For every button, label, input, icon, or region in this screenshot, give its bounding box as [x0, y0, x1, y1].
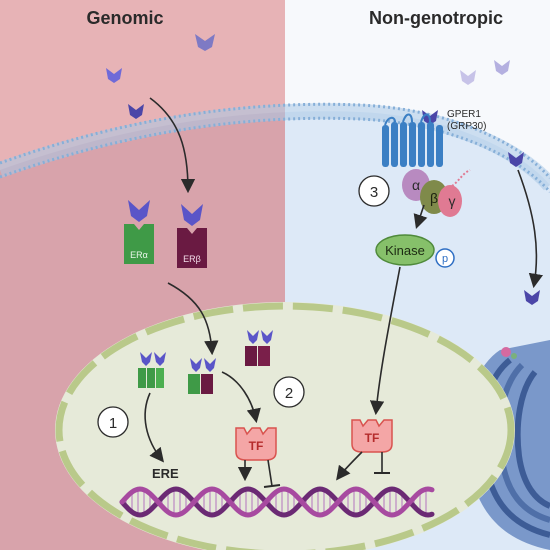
- estrogen-icon: [460, 70, 476, 85]
- tf-right-label: TF: [365, 431, 380, 445]
- entry-arrow: [149, 97, 196, 194]
- estrogen-ligands: [106, 34, 540, 305]
- pathway-3-number: 3: [370, 184, 378, 201]
- estrogen-icon: [524, 290, 540, 305]
- dimer-to-tf-arrow: [221, 371, 261, 424]
- dna-helix: [119, 486, 435, 518]
- pathway-1-marker: 1: [97, 406, 129, 438]
- er-beta-label: ERβ: [183, 254, 201, 264]
- kinase-to-tf-arrow: [369, 266, 401, 416]
- pathway-2-marker: 2: [273, 376, 305, 408]
- estrogen-icon: [128, 104, 144, 119]
- kinase-label: Kinase: [385, 243, 425, 258]
- tf-right-activation-arrow: [336, 451, 363, 481]
- ligand-diffusion-arrow: [517, 169, 543, 289]
- gper1-receptor: [382, 113, 443, 167]
- ere-label: ERE: [152, 466, 179, 481]
- kinase-node: Kinase p: [375, 234, 455, 268]
- tf-left-inhibition: [263, 459, 281, 488]
- tf-left-label: TF: [249, 439, 264, 453]
- er-alpha-receptor: ERα: [124, 200, 154, 264]
- gper1-alt-label: (GRP30): [447, 121, 486, 132]
- estrogen-icon: [508, 152, 524, 167]
- tf-left: TF: [235, 427, 277, 461]
- er-dimer-beta-beta: [245, 330, 273, 366]
- g-gamma-label: γ: [449, 193, 456, 209]
- g-beta-label: β: [430, 190, 438, 206]
- receptor-to-nucleus-arrow: [167, 282, 219, 356]
- g-alpha-label: α: [412, 177, 420, 193]
- pathway-3-marker: 3: [358, 175, 390, 207]
- gper1-label: GPER1: [447, 109, 481, 120]
- genomic-title: Genomic: [86, 8, 163, 28]
- nongenomic-title: Non-genotropic: [369, 8, 503, 28]
- er-dimer-alpha-alpha: [138, 352, 166, 388]
- gprotein-to-kinase-arrow: [413, 204, 428, 230]
- tf-right: TF: [351, 419, 393, 453]
- estrogen-icon: [106, 68, 122, 83]
- er-dimer-alpha-beta: [188, 358, 216, 394]
- estrogen-icon: [195, 34, 215, 51]
- pathway-2-number: 2: [285, 385, 293, 402]
- er-beta-receptor: ERβ: [177, 204, 207, 268]
- phospho-label: p: [442, 253, 448, 265]
- er-alpha-label: ERα: [130, 250, 148, 260]
- g-protein: α β γ: [402, 169, 471, 217]
- tf-right-inhibition: [374, 452, 390, 474]
- dimer-to-ere-arrow: [144, 392, 164, 463]
- estrogen-icon: [494, 60, 510, 75]
- pathway-1-number: 1: [109, 415, 117, 432]
- cell-membrane: [0, 102, 550, 193]
